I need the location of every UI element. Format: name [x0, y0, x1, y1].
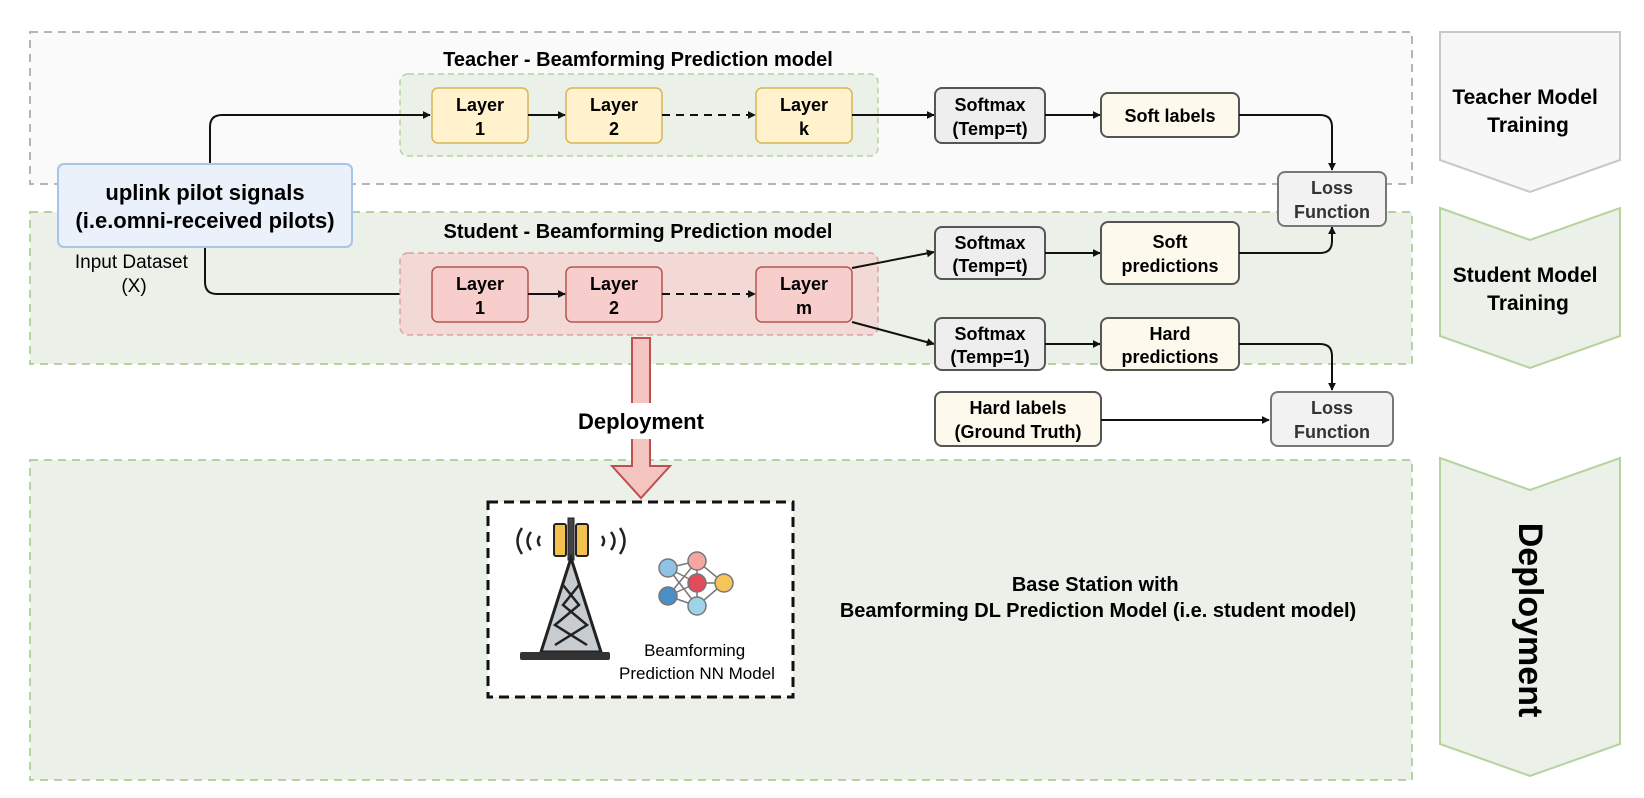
arrow-hardpred-loss — [1239, 343, 1336, 391]
base-station-tower-icon — [516, 517, 626, 660]
base-station-description: Base Station with Beamforming DL Predict… — [840, 574, 1356, 622]
phase-student-chevron — [1439, 206, 1621, 370]
neural-network-icon — [658, 551, 734, 616]
student-softmax-hard-box: Softmax(Temp=1) — [934, 317, 1046, 371]
phase-deployment-chevron — [1439, 456, 1621, 778]
svg-text:Softmax(Temp=t): Softmax(Temp=t) — [952, 233, 1027, 276]
deployment-arrow-label: Deployment — [578, 409, 705, 434]
arrow-input-teacher — [209, 111, 431, 164]
deployment-label-bg — [568, 403, 714, 439]
hard-labels-box: Hard labels(Ground Truth) — [934, 391, 1102, 447]
phase-student-label: Student Model Training — [1453, 264, 1604, 315]
arrow-softlabels-loss — [1239, 114, 1336, 171]
student-softmax-soft-box: Softmax(Temp=t) — [934, 226, 1046, 280]
arrow-input-student — [204, 247, 431, 298]
nn-model-label: Beamforming Prediction NN Model — [619, 641, 775, 683]
arrow-lm-softmax-hard — [851, 321, 935, 346]
phase-teacher-chevron — [1439, 31, 1621, 194]
input-box: uplink pilot signals(i.e.omni-received p… — [57, 163, 353, 248]
phase-deployment-label: Deployment — [1511, 523, 1549, 718]
phase-teacher-label: Teacher Model Training — [1452, 86, 1603, 137]
deployment-box — [486, 500, 795, 699]
soft-labels-box: Soft labels — [1100, 92, 1240, 138]
input-dataset-label: Input Dataset (X) — [75, 252, 193, 297]
teacher-model-title: Teacher - Beamforming Prediction model — [443, 49, 833, 71]
teacher-softmax-box: Softmax(Temp=t) — [934, 87, 1046, 144]
student-model-title: Student - Beamforming Prediction model — [444, 221, 833, 243]
arrow-lm-softmax-soft — [851, 249, 935, 269]
svg-text:Softmax(Temp=t): Softmax(Temp=t) — [952, 95, 1027, 139]
svg-text:Soft labels: Soft labels — [1124, 106, 1215, 126]
svg-text:uplink pilot signals(i.e.omni-: uplink pilot signals(i.e.omni-received p… — [75, 180, 334, 233]
arrow-softpred-loss — [1239, 226, 1336, 254]
svg-text:Hard labels(Ground Truth): Hard labels(Ground Truth) — [955, 398, 1082, 442]
svg-text:Softmax(Temp=1): Softmax(Temp=1) — [950, 324, 1029, 367]
